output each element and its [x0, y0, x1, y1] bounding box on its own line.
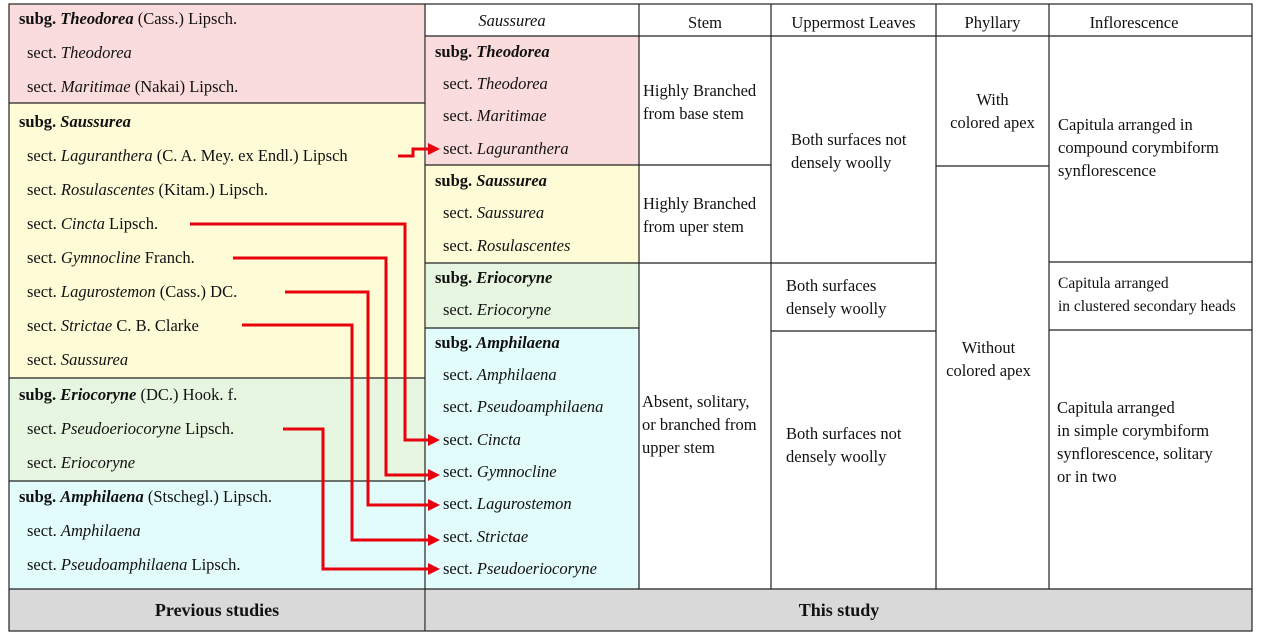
header-stem: Stem: [688, 13, 722, 32]
prev-sect-maritimae: sect. Maritimae (Nakai) Lipsch.: [27, 77, 239, 96]
prev-eriocoryne-block: [9, 378, 425, 481]
prev-sect-gymnocline: sect. Gymnocline Franch.: [27, 248, 195, 267]
footer-current: This study: [426, 589, 1252, 631]
footer-previous: Previous studies: [9, 589, 425, 631]
prev-subg-saussurea: subg. Saussurea: [19, 112, 131, 131]
cur-sect-laguranthera: sect. Laguranthera: [443, 139, 569, 158]
prev-sect-laguranthera: sect. Laguranthera (C. A. Mey. ex Endl.)…: [27, 146, 348, 165]
arrow-cincta: [190, 222, 428, 442]
arrowhead-laguranthera: [428, 143, 440, 155]
cur-subg-saussurea: subg. Saussurea: [435, 171, 547, 190]
prev-amphilaena-block: [9, 481, 425, 589]
prev-sect-eriocoryne: sect. Eriocoryne: [27, 453, 136, 472]
cur-sect-eriocoryne: sect. Eriocoryne: [443, 300, 552, 319]
arrow-lagurostemon: [285, 290, 428, 507]
prev-sect-amphilaena: sect. Amphilaena: [27, 521, 141, 540]
prev-sect-lagurostemon: sect. Lagurostemon (Cass.) DC.: [27, 282, 238, 301]
cur-saussurea-block: [426, 165, 639, 263]
cur-eriocoryne-block: [426, 263, 639, 328]
cur-subg-eriocoryne: subg. Eriocoryne: [435, 268, 553, 287]
prev-sect-cincta: sect. Cincta Lipsch.: [27, 214, 159, 233]
arrowhead-strictae: [428, 534, 440, 546]
header-leaves: Uppermost Leaves: [791, 13, 916, 32]
prev-sect-pseudoamphilaena: sect. Pseudoamphilaena Lipsch.: [27, 555, 241, 574]
arrow-pseudoeriocoryne: [283, 427, 428, 571]
prev-theodorea-block: [9, 4, 425, 103]
mapping-arrows: [190, 147, 428, 571]
prev-sect-rosulascentes: sect. Rosulascentes (Kitam.) Lipsch.: [27, 180, 269, 199]
arrowhead-pseudoeriocoryne: [428, 563, 440, 575]
cur-sect-cincta: sect. Cincta: [443, 430, 521, 449]
prev-saussurea-block: [9, 103, 425, 378]
header-phyllary: Phyllary: [964, 13, 1021, 32]
prev-sect-theodorea: sect. Theodorea: [27, 43, 132, 62]
header-inflorescence: Inflorescence: [1089, 13, 1179, 32]
arrowhead-gymnocline: [428, 469, 440, 481]
cur-sect-rosulascentes: sect. Rosulascentes: [443, 236, 571, 255]
prev-subg-amphilaena: subg. Amphilaena (Stschegl.) Lipsch.: [19, 487, 273, 506]
header-saussurea: Saussurea: [478, 11, 546, 30]
arrow-laguranthera: [398, 147, 428, 158]
cur-subg-theodorea: subg. Theodorea: [435, 42, 550, 61]
cur-amphilaena-block: [426, 328, 639, 589]
cur-sect-maritimae: sect. Maritimae: [443, 106, 547, 125]
cur-sect-amphilaena: sect. Amphilaena: [443, 365, 557, 384]
cur-theodorea-block: [426, 36, 639, 165]
cur-sect-saussurea: sect. Saussurea: [443, 203, 545, 222]
prev-sect-strictae: sect. Strictae C. B. Clarke: [27, 316, 199, 335]
cur-sect-strictae: sect. Strictae: [443, 527, 529, 546]
footer-current-label: This study: [798, 599, 880, 620]
cur-sect-gymnocline: sect. Gymnocline: [443, 462, 557, 481]
arrowhead-cincta: [428, 434, 440, 446]
cur-subg-amphilaena: subg. Amphilaena: [435, 333, 560, 352]
cur-sect-lagurostemon: sect. Lagurostemon: [443, 494, 572, 513]
footer-previous-label: Previous studies: [154, 599, 280, 620]
prev-subg-theodorea: subg. Theodorea (Cass.) Lipsch.: [19, 9, 238, 28]
arrow-gymnocline: [233, 256, 428, 477]
prev-sect-saussurea: sect. Saussurea: [27, 350, 129, 369]
cur-sect-pseudoamphilaena: sect. Pseudoamphilaena: [443, 397, 604, 416]
prev-subg-eriocoryne: subg. Eriocoryne (DC.) Hook. f.: [19, 385, 238, 404]
arrowhead-lagurostemon: [428, 499, 440, 511]
arrow-strictae: [242, 323, 428, 542]
cur-sect-pseudoeriocoryne: sect. Pseudoeriocoryne: [443, 559, 597, 578]
cur-sect-theodorea: sect. Theodorea: [443, 74, 548, 93]
prev-sect-pseudoeriocoryne: sect. Pseudoeriocoryne Lipsch.: [27, 419, 235, 438]
